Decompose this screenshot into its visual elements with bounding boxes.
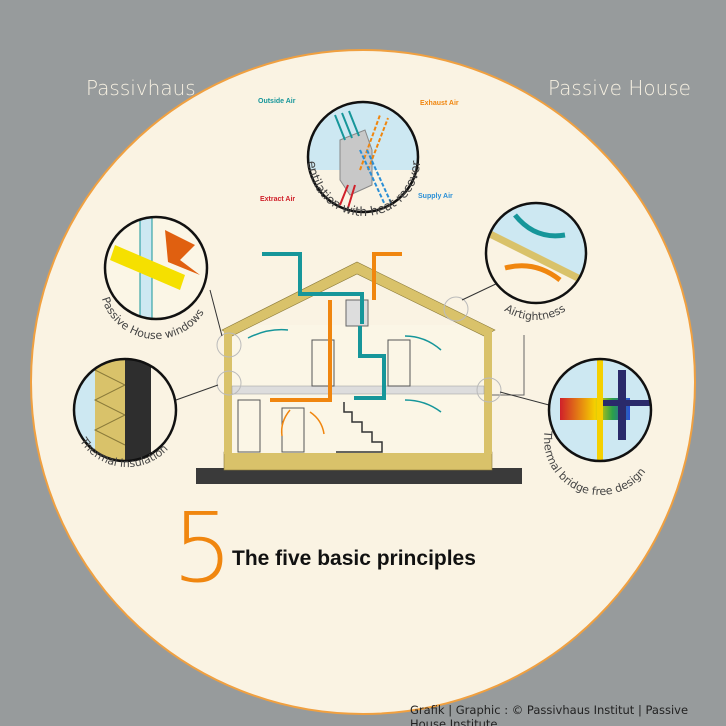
extract-air-label: Extract Air xyxy=(260,196,295,203)
image-credit: Grafik | Graphic : © Passivhaus Institut… xyxy=(410,703,689,726)
airtightness-label: Airtightness xyxy=(502,302,568,323)
corner-title-german: Passivhaus xyxy=(86,76,196,100)
airtightness-detail: Airtightness xyxy=(484,201,588,323)
exhaust-air-label: Exhaust Air xyxy=(420,100,459,107)
principles-number: 5 xyxy=(172,492,234,604)
windows-detail: Passive House windows xyxy=(99,215,209,342)
page-title: The five basic principles xyxy=(232,547,476,570)
corner-title-english: Passive House xyxy=(548,76,691,100)
outside-air-label: Outside Air xyxy=(258,98,296,105)
insulation-detail: Thermal insulation xyxy=(72,357,178,470)
house-cross-section xyxy=(175,252,550,484)
svg-text:Airtightness: Airtightness xyxy=(502,302,568,323)
supply-air-label: Supply Air xyxy=(418,193,453,200)
